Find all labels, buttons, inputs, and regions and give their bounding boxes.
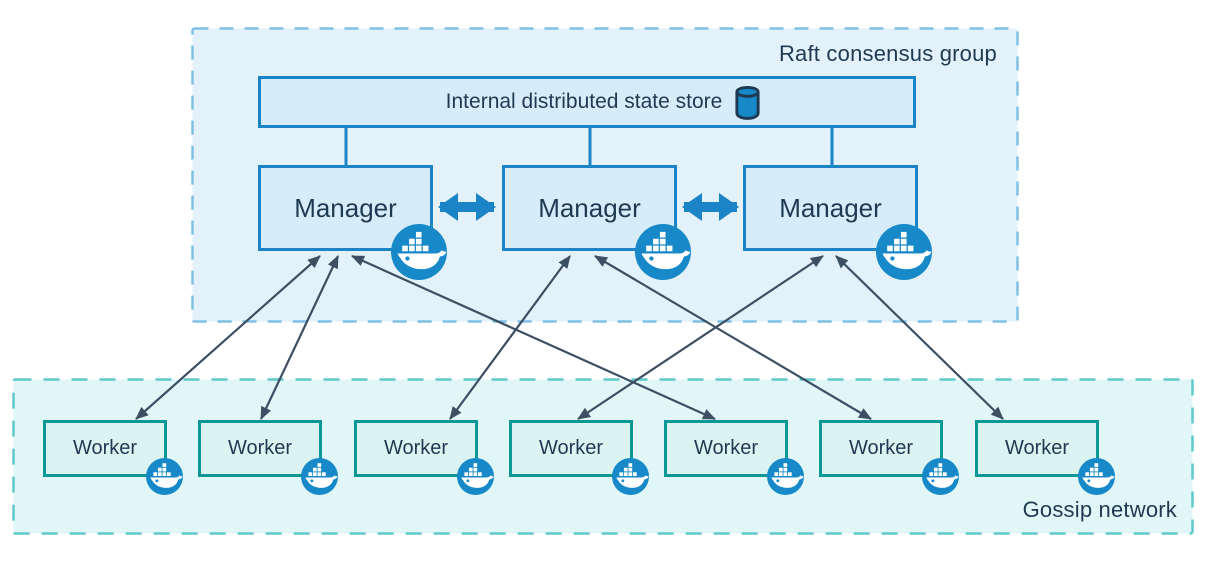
worker-node-label: Worker [383, 437, 449, 459]
worker-node: Worker [975, 420, 1099, 477]
worker-node-label: Worker [72, 437, 138, 459]
manager-node: Manager [502, 165, 677, 251]
worker-node: Worker [819, 420, 943, 477]
state-store-node: Internal distributed state store [258, 76, 916, 128]
worker-node: Worker [664, 420, 788, 477]
manager-node: Manager [258, 165, 433, 251]
manager-worker-link [835, 255, 1004, 420]
manager-worker-link [449, 255, 571, 420]
worker-node-label: Worker [848, 437, 914, 459]
worker-node-label: Worker [1004, 437, 1070, 459]
worker-node: Worker [354, 420, 478, 477]
manager-node-label: Manager [538, 192, 641, 223]
worker-node: Worker [198, 420, 322, 477]
gossip-group-label: Gossip network [1022, 497, 1177, 522]
state-store-label: Internal distributed state store [445, 90, 723, 113]
manager-node-label: Manager [294, 192, 397, 223]
worker-node: Worker [43, 420, 167, 477]
manager-node-label: Manager [779, 192, 882, 223]
raft-group-label: Raft consensus group [778, 41, 997, 66]
manager-worker-link [260, 255, 339, 420]
worker-node-label: Worker [227, 437, 293, 459]
worker-node-label: Worker [538, 437, 604, 459]
manager-worker-link [577, 255, 824, 420]
worker-node: Worker [509, 420, 633, 477]
database-cylinder-icon [735, 85, 760, 120]
manager-node: Manager [743, 165, 918, 251]
worker-node-label: Worker [693, 437, 759, 459]
